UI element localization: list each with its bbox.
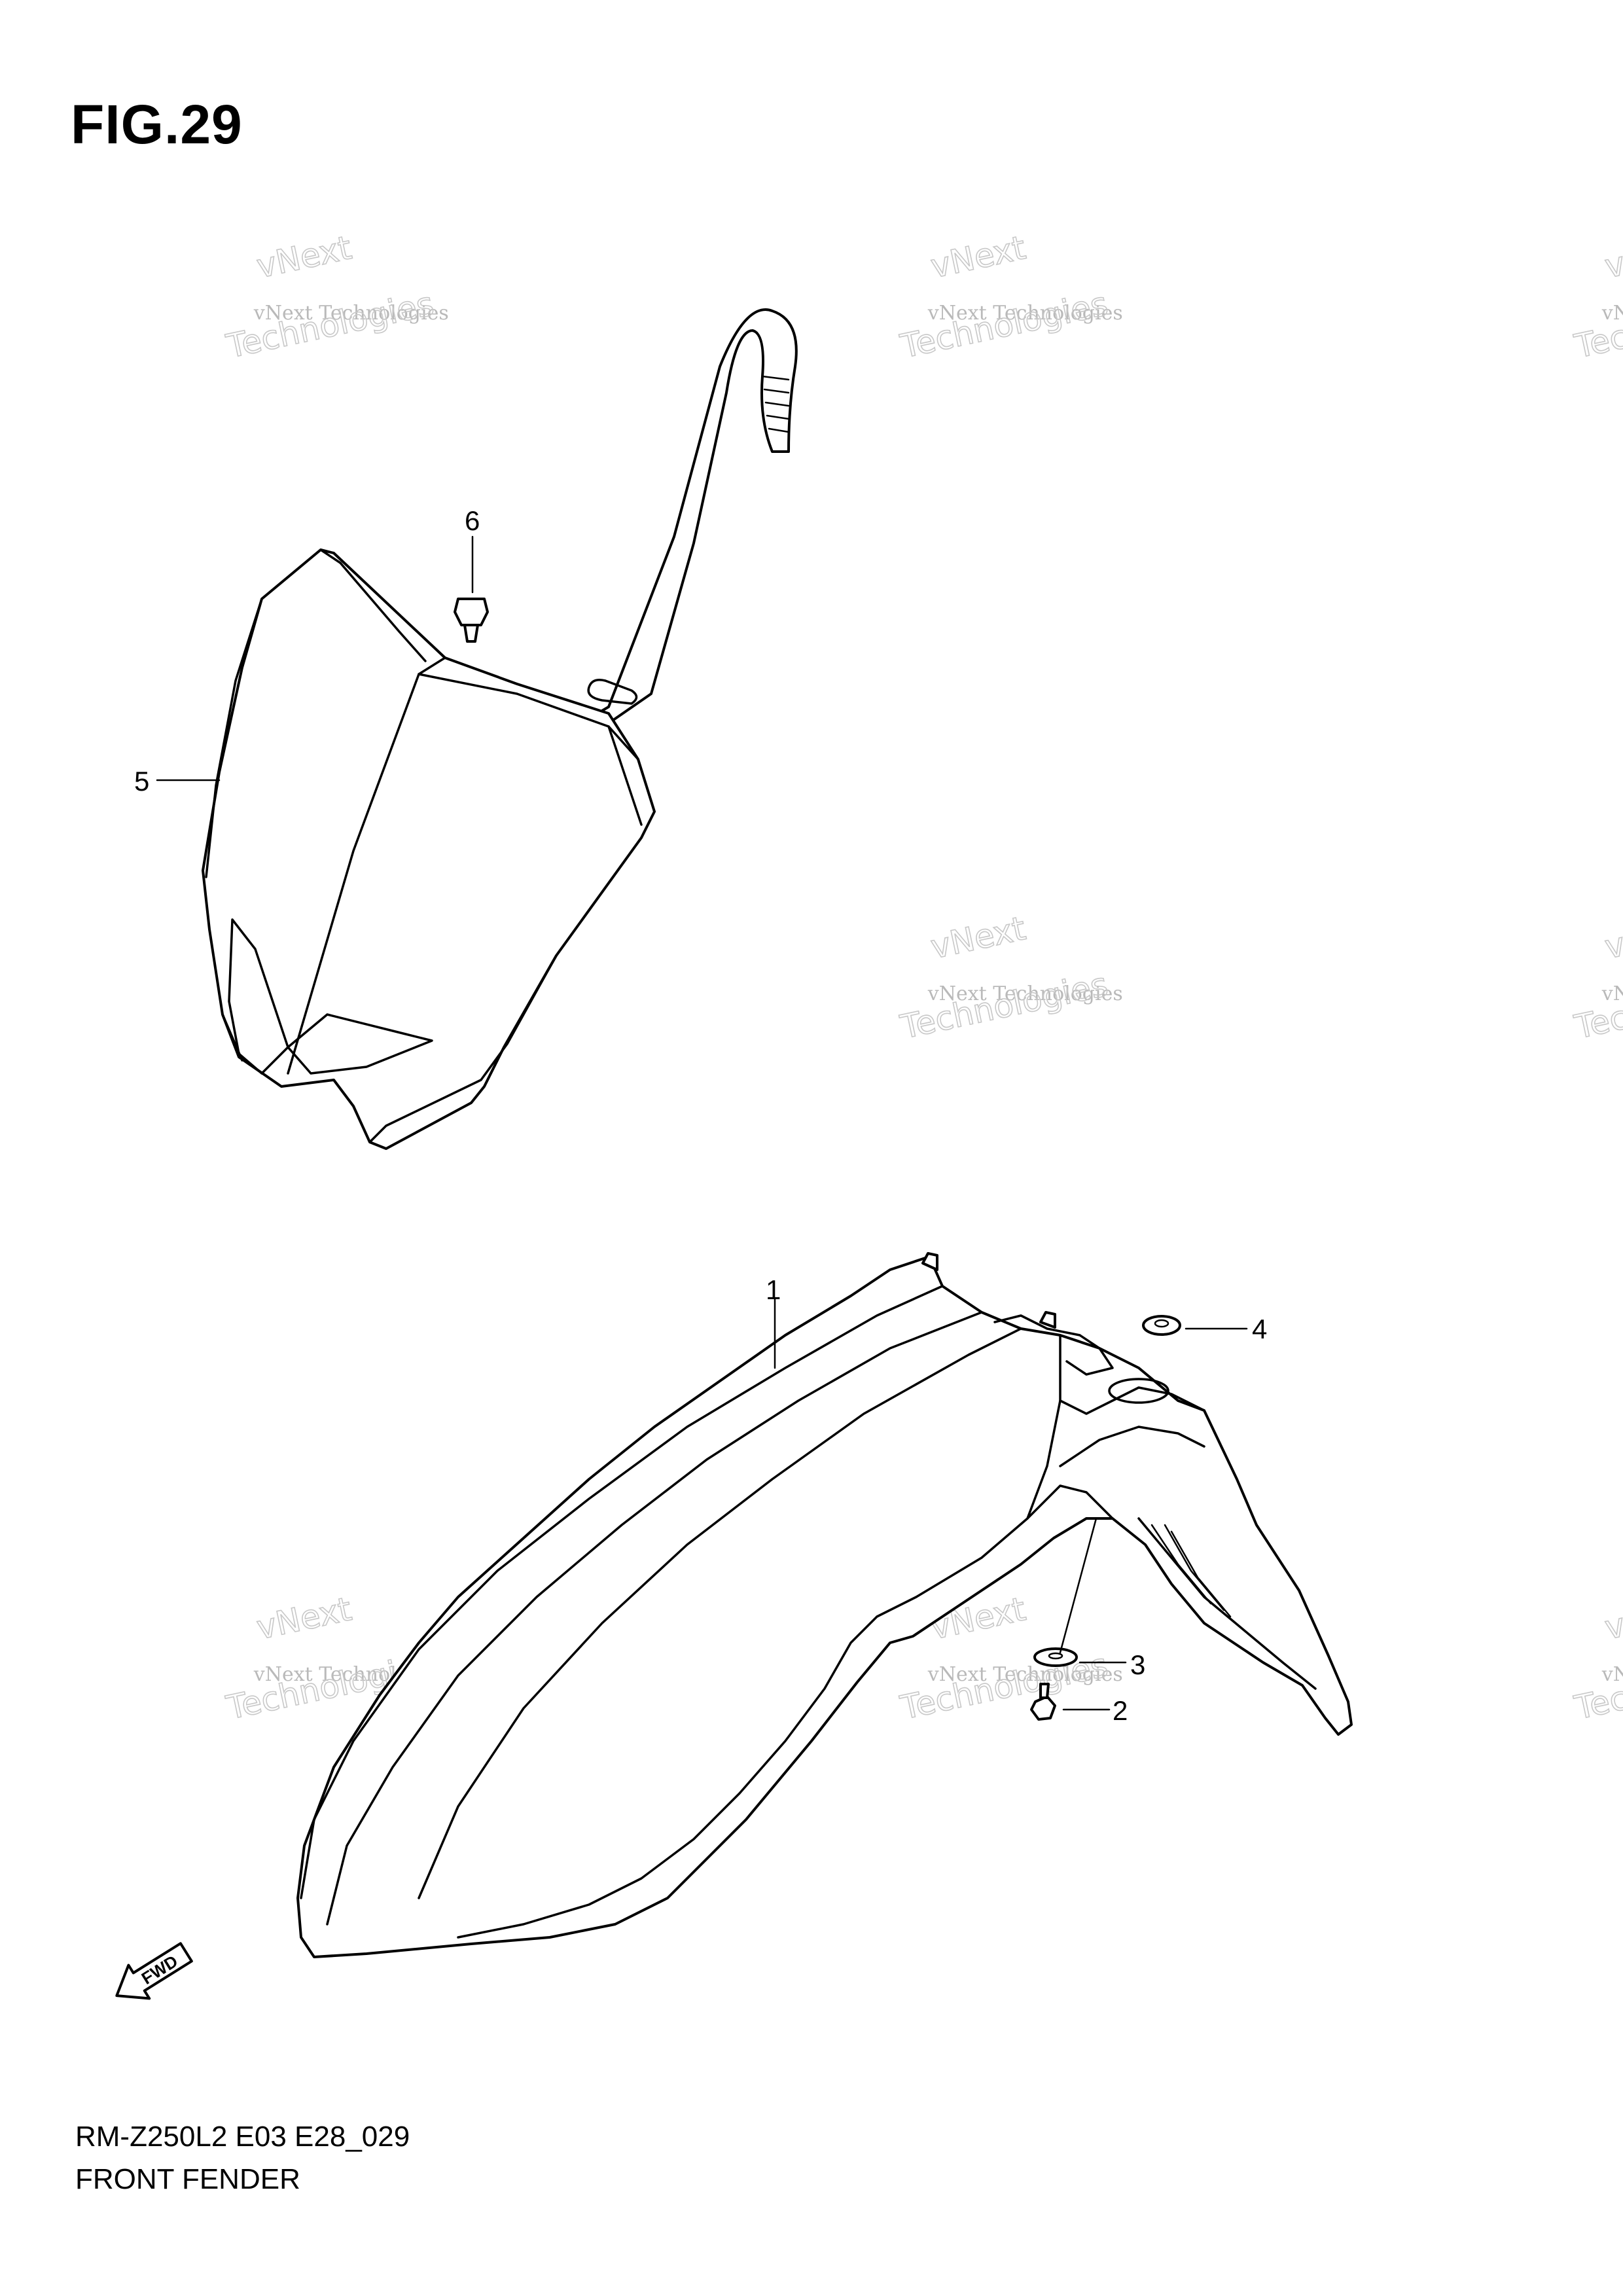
- figure-title: FIG.29: [71, 94, 243, 155]
- watermark-company: vNext Technologies: [1601, 982, 1623, 1005]
- watermark-word-bottom: Technologies: [1571, 965, 1623, 1047]
- watermark-word-bottom: Technologies: [1571, 285, 1623, 366]
- watermark-word-top: vNext: [927, 228, 1029, 285]
- watermark-word-top: vNext: [253, 228, 355, 285]
- watermark-word-top: vNext: [927, 909, 1029, 966]
- watermark: vNext vNext Technologies Technologies: [223, 228, 449, 366]
- front-fender-part[interactable]: [296, 1252, 1353, 1958]
- watermark-word-bottom: Technologies: [897, 965, 1111, 1047]
- watermark: vNext vNext Technologies Technologies: [1571, 908, 1623, 1047]
- watermark-word-top: vNext: [1601, 228, 1623, 285]
- watermark-word-top: vNext: [1601, 909, 1623, 966]
- callout-1: 1: [766, 1274, 781, 1305]
- bolt-2-part[interactable]: [1030, 1683, 1056, 1721]
- watermark: vNext vNext Technologies Technologies: [897, 908, 1123, 1047]
- watermark-word-bottom: Technologies: [897, 285, 1111, 366]
- watermark-company: vNext Technologies: [927, 1663, 1123, 1686]
- callout-5: 5: [134, 766, 149, 797]
- watermark-word-bottom: Technologies: [1571, 1646, 1623, 1727]
- watermark-company: vNext Technologies: [253, 302, 449, 325]
- callout-4: 4: [1252, 1314, 1267, 1344]
- watermark-company: vNext Technologies: [927, 982, 1123, 1005]
- callout-6: 6: [465, 505, 480, 536]
- watermark-word-top: vNext: [253, 1590, 355, 1647]
- watermark-company: vNext Technologies: [1601, 1663, 1623, 1686]
- number-plate-part[interactable]: [202, 308, 798, 1150]
- section-name: FRONT FENDER: [75, 2163, 300, 2195]
- watermark: vNext vNext Technologies Technologies: [1571, 1589, 1623, 1727]
- watermark-word-bottom: Technologies: [897, 1646, 1111, 1727]
- washer-3-part[interactable]: [1033, 1647, 1078, 1667]
- grommet-4-part[interactable]: [1142, 1315, 1181, 1336]
- watermark: vNext vNext Technologies Technologies: [1571, 228, 1623, 366]
- watermark-word-top: vNext: [1601, 1590, 1623, 1647]
- watermark-word-bottom: Technologies: [223, 285, 437, 366]
- watermark-company: vNext Technologies: [927, 302, 1123, 325]
- callout-3: 3: [1130, 1649, 1145, 1680]
- watermark: vNext vNext Technologies Technologies: [897, 228, 1123, 366]
- leader-lines: [156, 535, 1248, 1711]
- fwd-arrow-icon: FWD: [115, 1942, 193, 2000]
- callout-2: 2: [1113, 1695, 1128, 1726]
- bolt-6-part[interactable]: [454, 598, 489, 643]
- model-code: RM-Z250L2 E03 E28_029: [75, 2121, 410, 2153]
- watermark-company: vNext Technologies: [1601, 302, 1623, 325]
